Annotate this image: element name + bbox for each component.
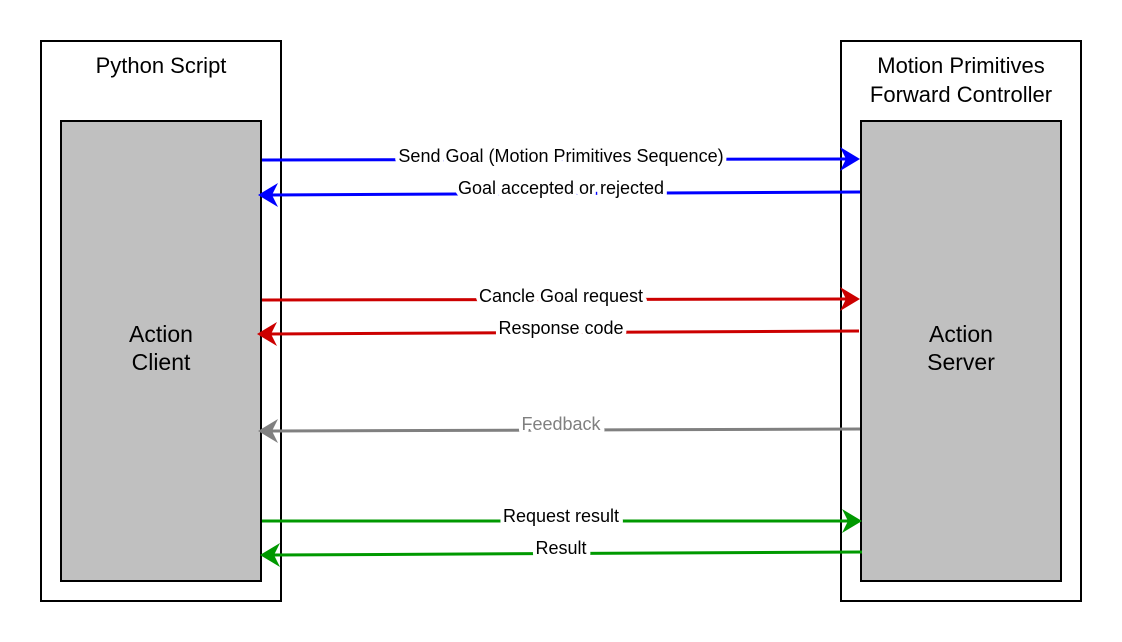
arrow-line: [269, 427, 861, 433]
action-client-label-2: Client: [132, 349, 191, 375]
forward-controller-title-2: Forward Controller: [870, 82, 1052, 107]
arrowhead-icon: [257, 322, 277, 346]
arrow-cancle-goal-request: Cancle Goal request: [261, 282, 860, 311]
arrow-line: [268, 329, 860, 336]
arrow-label: Feedback: [521, 414, 601, 434]
arrow-line: [271, 550, 863, 557]
action-server-box: [860, 120, 1062, 582]
arrowhead-icon: [840, 147, 860, 171]
action-server-label-1: Action: [929, 321, 993, 347]
arrow-line: [261, 157, 849, 162]
arrowhead-icon: [258, 419, 278, 443]
arrowhead-icon: [840, 287, 860, 311]
arrow-send-goal-motion-primitives-sequence: Send Goal (Motion Primitives Sequence): [261, 142, 860, 171]
arrowhead-icon: [842, 509, 862, 533]
arrow-feedback: Feedback: [258, 410, 861, 443]
arrow-goal-accepted-or-rejected: Goal accepted or rejected: [258, 174, 861, 207]
arrow-label: Send Goal (Motion Primitives Sequence): [398, 146, 723, 166]
arrow-label: Cancle Goal request: [479, 286, 643, 306]
arrowhead-icon: [260, 543, 280, 567]
arrow-line: [269, 190, 861, 197]
arrow-line: [261, 297, 849, 302]
arrow-label: Goal accepted or rejected: [458, 178, 664, 198]
action-client-label-1: Action: [129, 321, 193, 347]
python-script-title: Python Script: [96, 53, 227, 78]
action-server-label-2: Server: [927, 349, 995, 375]
arrow-response-code: Response code: [257, 314, 860, 346]
arrow-request-result: Request result: [262, 502, 862, 533]
forward-controller-title-1: Motion Primitives: [877, 53, 1044, 78]
arrow-label: Result: [535, 538, 586, 558]
arrow-label: Response code: [498, 318, 623, 338]
action-client-box: [60, 120, 262, 582]
arrow-label: Request result: [503, 506, 619, 526]
arrow-result: Result: [260, 534, 863, 567]
arrowhead-icon: [258, 183, 278, 207]
